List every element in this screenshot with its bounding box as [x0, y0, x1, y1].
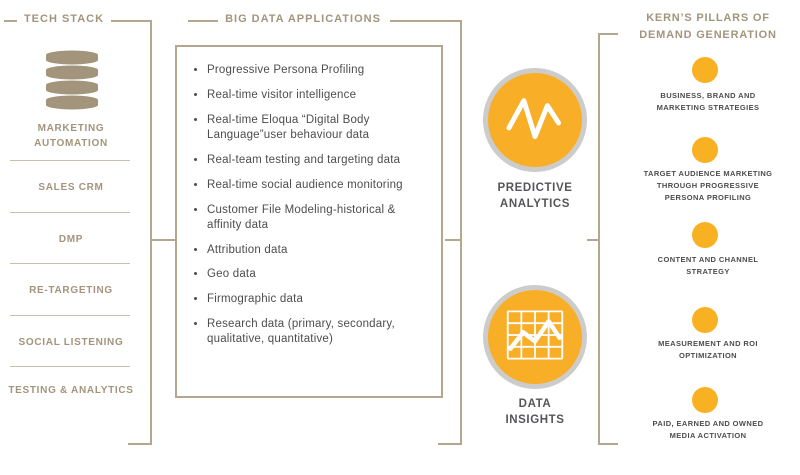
- big-data-left-line: [188, 20, 218, 22]
- tech-stack-left-dash: [4, 20, 17, 22]
- big-data-right-line: [390, 20, 462, 22]
- pillar-label-measurement-roi: MEASUREMENT AND ROI OPTIMIZATION: [658, 339, 758, 360]
- bullet-item: Progressive Persona Profiling: [207, 63, 429, 78]
- stack-divider: [10, 212, 130, 213]
- yellow-dot-icon: [692, 222, 718, 248]
- tech-stack-connector-line: [111, 20, 152, 22]
- stack-divider: [10, 315, 130, 316]
- bullet-item: Firmographic data: [207, 292, 429, 307]
- predictive-analytics-circle: [483, 68, 587, 172]
- left-bracket-mid-stub: [150, 239, 175, 241]
- database-icon: [43, 50, 101, 115]
- pillars-bracket-top-stub: [598, 33, 618, 35]
- right-bracket-line: [460, 20, 462, 445]
- pillar-label-target-audience: TARGET AUDIENCE MARKETING THROUGH PROGRE…: [643, 169, 773, 202]
- bullet-item: Real-time visitor intelligence: [207, 88, 429, 103]
- stack-item-social-listening: SOCIAL LISTENING: [18, 337, 124, 348]
- stack-item-dmp: DMP: [58, 234, 84, 245]
- bullet-item: Real-team testing and targeting data: [207, 153, 429, 168]
- left-bracket-line: [150, 20, 152, 445]
- stack-item-marketing-automation: MARKETING AUTOMATION: [34, 123, 108, 149]
- big-data-box: Progressive Persona Profiling Real-time …: [175, 45, 443, 398]
- tech-stack-title: TECH STACK: [23, 13, 105, 25]
- predictive-analytics-label: PREDICTIVE ANALYTICS: [497, 182, 573, 211]
- stack-divider: [10, 263, 130, 264]
- pillar-label-business-brand: BUSINESS, BRAND AND MARKETING STRATEGIES: [656, 91, 760, 112]
- left-bracket-bottom-stub: [128, 443, 152, 445]
- right-bracket-bottom-stub: [438, 443, 462, 445]
- data-insights-circle: [483, 285, 587, 389]
- pulse-icon: [504, 87, 566, 154]
- bullet-item: Customer File Modeling-historical & affi…: [207, 203, 429, 233]
- pillars-title: KERN’S PILLARS OF DEMAND GENERATION: [639, 12, 777, 41]
- stack-divider: [10, 160, 130, 161]
- stack-divider: [10, 366, 130, 367]
- yellow-dot-icon: [692, 387, 718, 413]
- big-data-bullet-list: Progressive Persona Profiling Real-time …: [177, 47, 441, 347]
- right-bracket-mid-stub: [445, 239, 462, 241]
- pillars-bracket-bottom-stub: [598, 443, 618, 445]
- stack-item-testing-analytics: TESTING & ANALYTICS: [8, 385, 134, 396]
- bullet-item: Research data (primary, secondary, quali…: [207, 317, 429, 347]
- pillar-label-content-channel: CONTENT AND CHANNEL STRATEGY: [657, 255, 759, 276]
- pillar-label-paid-earned-owned: PAID, EARNED AND OWNED MEDIA ACTIVATION: [652, 419, 764, 440]
- line-chart-icon: [505, 308, 565, 367]
- bullet-item: Attribution data: [207, 243, 429, 258]
- yellow-dot-icon: [692, 307, 718, 333]
- big-data-title: BIG DATA APPLICATIONS: [225, 13, 381, 25]
- bullet-item: Geo data: [207, 267, 429, 282]
- yellow-dot-icon: [692, 57, 718, 83]
- stack-item-retargeting: RE-TARGETING: [29, 285, 113, 296]
- bullet-item: Real-time social audience monitoring: [207, 178, 429, 193]
- data-insights-label: DATA INSIGHTS: [505, 398, 565, 427]
- bullet-item: Real-time Eloqua “Digital Body Language”…: [207, 113, 429, 143]
- yellow-dot-icon: [692, 137, 718, 163]
- pillars-bracket-mid-stub: [587, 239, 600, 241]
- stack-item-sales-crm: SALES CRM: [38, 182, 104, 193]
